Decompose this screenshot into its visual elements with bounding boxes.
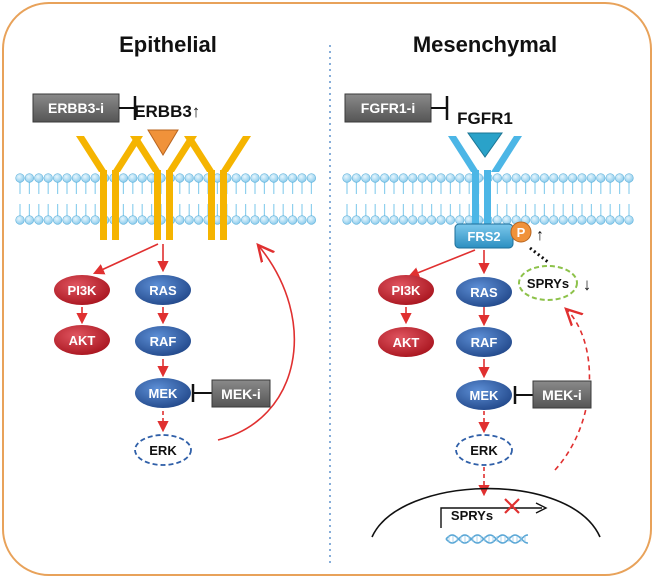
t-bar-icon <box>119 96 137 120</box>
pi3k-label-right: PI3K <box>392 283 422 298</box>
ras-label-left: RAS <box>149 283 177 298</box>
mek-inhibitor-right: MEK-i <box>532 380 592 409</box>
erbb3-up-arrow: ↑ <box>192 102 201 121</box>
sprys-gene: SPRYs <box>440 502 548 528</box>
raf-node-right: RAF <box>456 327 512 357</box>
mek-inhibitor-left: MEK-i <box>211 379 271 408</box>
erbb3-inhibitor-label: ERBB3-i <box>48 100 104 116</box>
erbb3-inhibitor: ERBB3-i <box>32 93 120 123</box>
t-bar-icon <box>191 384 212 402</box>
pi3k-label-left: PI3K <box>68 283 98 298</box>
pi3k-node-left: PI3K <box>54 275 110 305</box>
erbb3-receptor-label: ERBB3 <box>134 102 192 121</box>
akt-node-left: AKT <box>54 325 110 355</box>
phospho-badge: P <box>510 221 532 243</box>
fgfr1-inhibitor-label: FGFR1-i <box>361 100 415 116</box>
mek-label-right: MEK <box>470 388 500 403</box>
akt-label-right: AKT <box>393 335 420 350</box>
signal-arrows-right <box>400 249 591 497</box>
pi3k-node-right: PI3K <box>378 275 434 305</box>
akt-node-right: AKT <box>378 327 434 357</box>
ras-label-right: RAS <box>470 285 498 300</box>
raf-node-left: RAF <box>135 326 191 356</box>
akt-label-left: AKT <box>69 333 96 348</box>
erk-label-left: ERK <box>149 443 177 458</box>
ras-node-left: RAS <box>135 275 191 305</box>
fgfr1-inhibitor: FGFR1-i <box>344 93 432 123</box>
mek-inhibitor-label-right: MEK-i <box>542 387 582 403</box>
fgfr1-receptor-label: FGFR1 <box>457 109 513 128</box>
sprys-feedback-label: SPRYs <box>527 276 569 291</box>
panel-title-mesenchymal: Mesenchymal <box>413 32 557 57</box>
ligand-triangle-left <box>147 129 179 156</box>
erk-node-right: ERK <box>455 434 513 466</box>
nucleus-membrane <box>371 487 601 538</box>
phospho-label: P <box>517 225 526 240</box>
t-bar-icon <box>513 386 533 404</box>
raf-label-right: RAF <box>471 335 498 350</box>
frs2-adaptor: FRS2 <box>454 223 514 249</box>
sprys-feedback-node: SPRYs <box>518 265 578 301</box>
red-x-icon <box>504 498 520 514</box>
erk-node-left: ERK <box>134 434 192 466</box>
signal-arrows-left <box>76 244 296 441</box>
frs2-label: FRS2 <box>467 229 500 244</box>
sprys-down-arrow: ↓ <box>583 275 592 294</box>
phospho-up-arrow: ↑ <box>536 227 544 244</box>
erbb3-receptor-dimer <box>76 136 251 240</box>
panel-title-epithelial: Epithelial <box>119 32 217 57</box>
sprys-gene-label: SPRYs <box>451 508 493 523</box>
ras-node-right: RAS <box>456 277 512 307</box>
ligand-triangle-right <box>467 132 503 158</box>
mek-node-right: MEK <box>456 380 512 410</box>
mek-label-left: MEK <box>149 386 179 401</box>
erk-label-right: ERK <box>470 443 498 458</box>
mek-node-left: MEK <box>135 378 191 408</box>
t-bar-icon <box>431 96 449 120</box>
fgfr1-receptor <box>448 136 522 230</box>
sprys-inhibition-dotted <box>529 246 549 264</box>
raf-label-left: RAF <box>150 334 177 349</box>
dna-helix-icon <box>445 534 529 544</box>
mek-inhibitor-label-left: MEK-i <box>221 386 261 402</box>
